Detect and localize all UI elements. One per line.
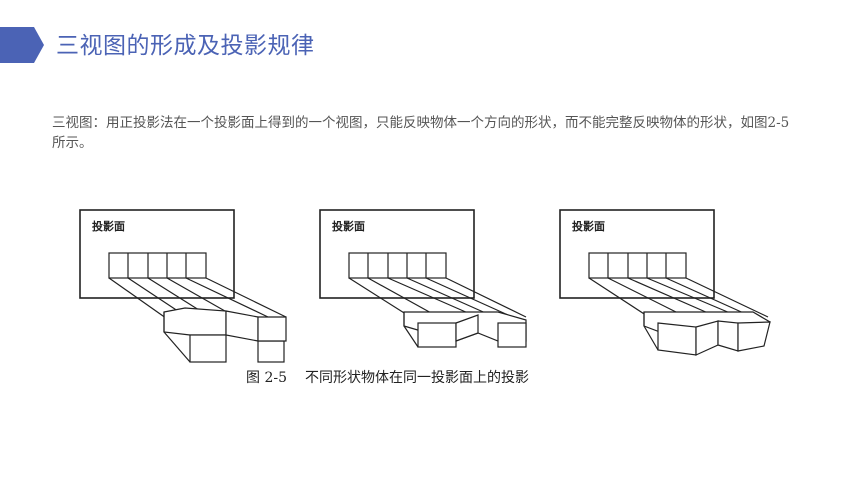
- caption-number: 图 2-5: [246, 370, 287, 386]
- title-accent-tab: [0, 27, 44, 63]
- page-title: 三视图的形成及投影规律: [56, 33, 315, 59]
- panel-2-label: 投影面: [332, 220, 365, 233]
- object-steps: [163, 307, 287, 363]
- object-notched: [403, 311, 527, 348]
- figure-caption: 图 2-5 不同形状物体在同一投影面上的投影: [246, 367, 529, 387]
- figure-2-5: 投影面 投影面 投影面 图 2-5 不同形状物体在同一投影面上的投影: [78, 205, 778, 400]
- object-angled: [643, 311, 771, 356]
- panel-notched: [319, 209, 527, 348]
- projection-image: [108, 252, 207, 279]
- panel-1-label: 投影面: [92, 220, 125, 233]
- projection-plane: [319, 209, 475, 299]
- projection-diagram: [79, 209, 771, 363]
- panel-3-label: 投影面: [572, 220, 605, 233]
- panel-angled: [559, 209, 771, 356]
- projection-image: [588, 252, 687, 279]
- projection-plane: [559, 209, 715, 299]
- body-paragraph: 三视图：用正投影法在一个投影面上得到的一个视图，只能反映物体一个方向的形状，而不…: [52, 115, 790, 151]
- projection-plane: [79, 209, 235, 299]
- projection-image: [348, 252, 447, 279]
- panel-steps: [79, 209, 287, 363]
- caption-text: 不同形状物体在同一投影面上的投影: [305, 370, 529, 386]
